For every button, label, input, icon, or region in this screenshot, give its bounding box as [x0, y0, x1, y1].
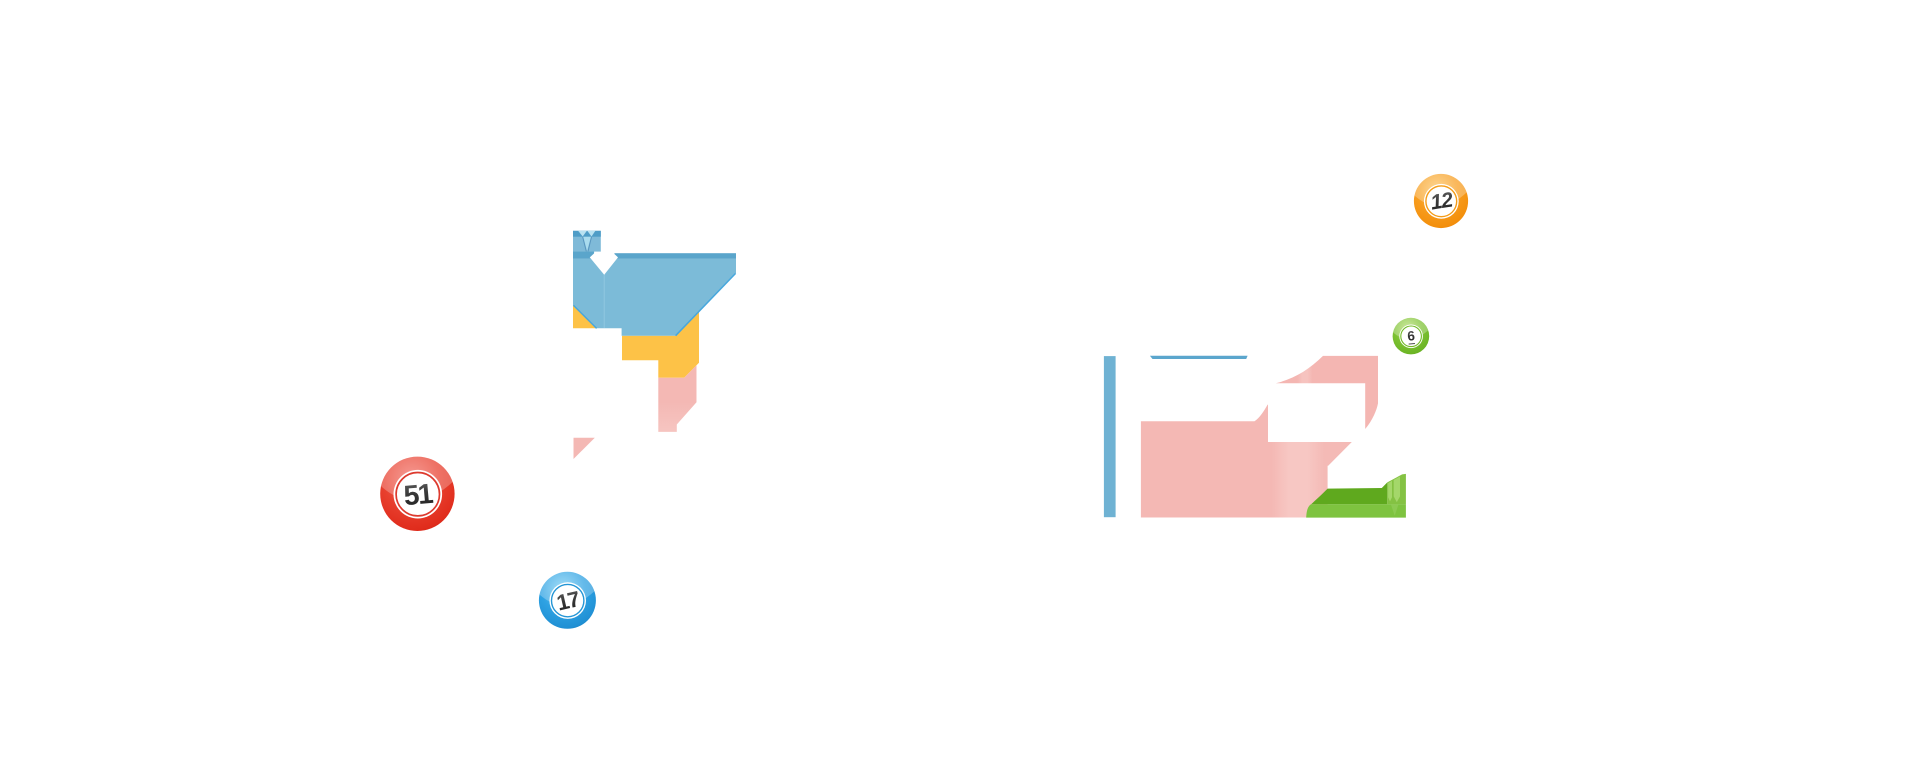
svg-text:6: 6 — [1407, 328, 1416, 344]
svg-text:51: 51 — [402, 478, 434, 511]
svg-text:12: 12 — [1429, 188, 1455, 214]
